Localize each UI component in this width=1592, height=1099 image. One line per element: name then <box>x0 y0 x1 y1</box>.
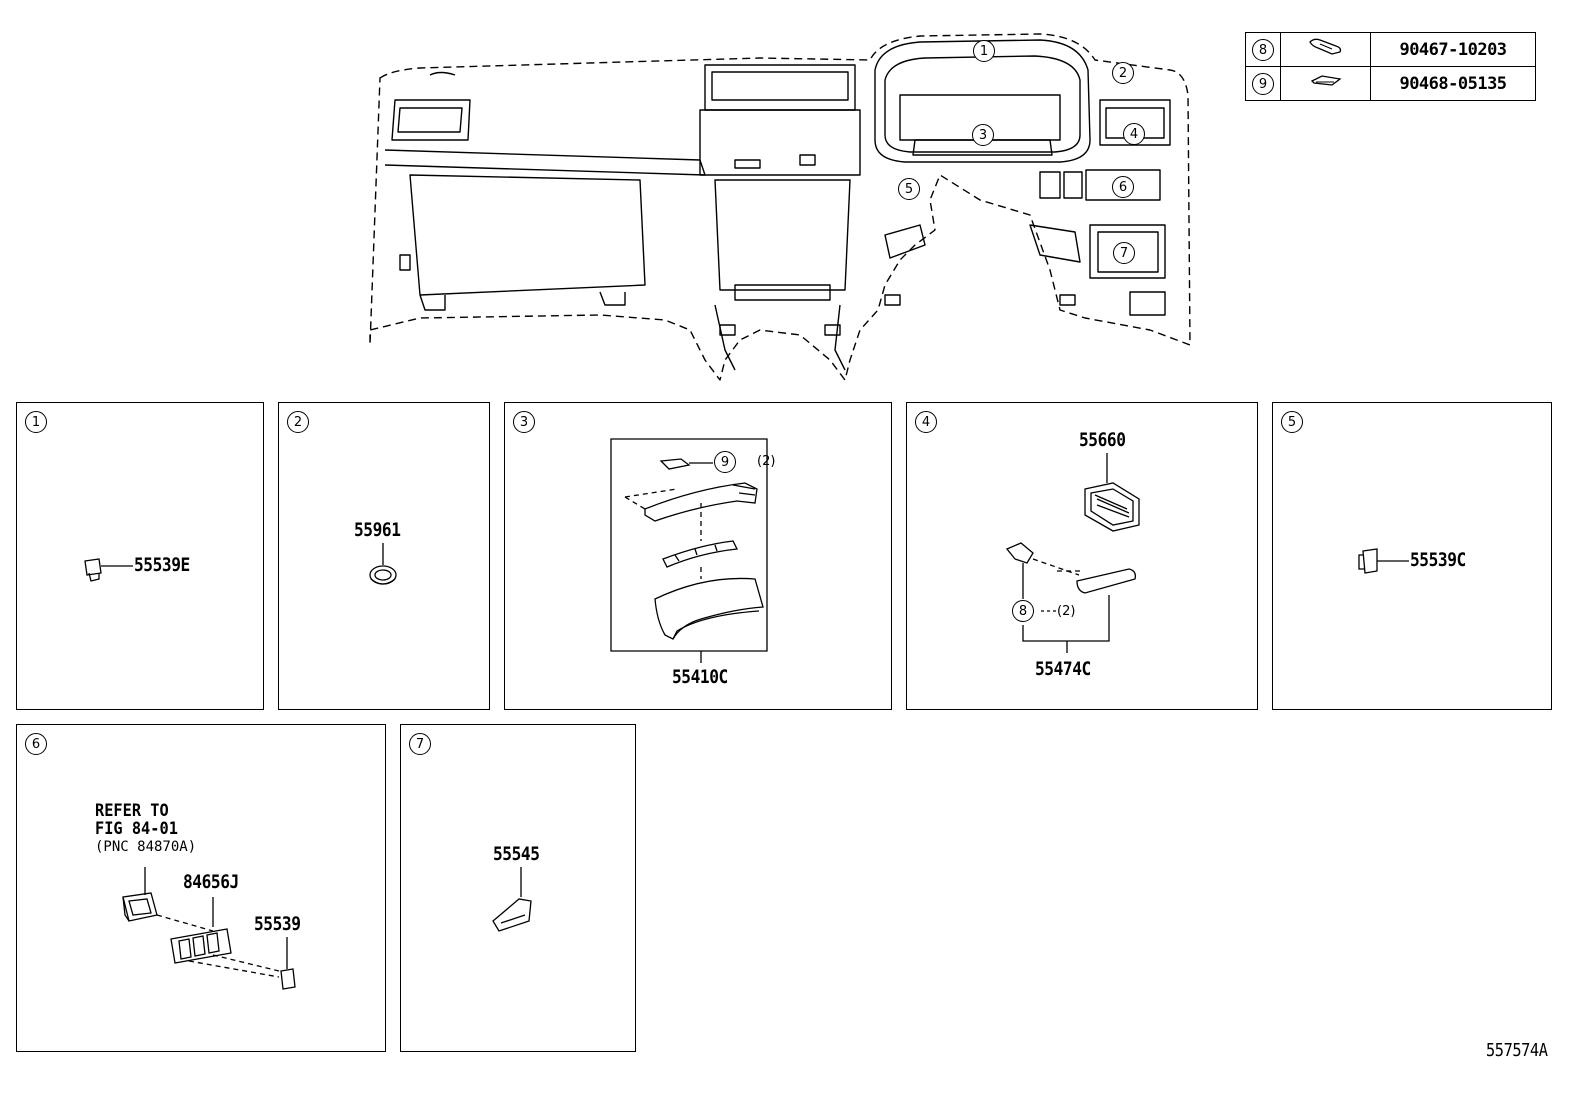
panel-4-qty: (2) <box>1057 604 1076 619</box>
clip-flat-icon <box>1310 75 1342 86</box>
part-number-55539[interactable]: 55539 <box>254 913 301 935</box>
overview-callout-4[interactable]: 4 <box>1123 123 1145 145</box>
panel-5: 5 55539C <box>1272 402 1552 710</box>
retainer-clip-icon <box>17 403 265 711</box>
part-number-55410C[interactable]: 55410C <box>672 666 728 688</box>
panel-2-number: 2 <box>287 411 309 433</box>
panel-4-callout-8[interactable]: 8 <box>1012 600 1034 622</box>
panel-3-callout-9[interactable]: 9 <box>714 451 736 473</box>
cover-panel-icon <box>401 725 637 1053</box>
panel-3: 3 9 (2) 55410C <box>504 402 892 710</box>
panel-1: 1 55539E <box>16 402 264 710</box>
meter-hood-assembly-drawing <box>505 403 893 711</box>
panel-2: 2 55961 <box>278 402 490 710</box>
vent-assembly-drawing <box>907 403 1259 711</box>
panel-5-number: 5 <box>1281 411 1303 433</box>
panel-6-number: 6 <box>25 733 47 755</box>
panel-1-number: 1 <box>25 411 47 433</box>
legend-part-no-9: 90468-05135 <box>1370 66 1536 101</box>
part-number-55961[interactable]: 55961 <box>354 519 401 541</box>
panel-7: 7 55545 <box>400 724 636 1052</box>
overview-callout-3[interactable]: 3 <box>972 124 994 146</box>
overview-callout-6[interactable]: 6 <box>1112 176 1134 198</box>
panel-4-number: 4 <box>915 411 937 433</box>
panel-7-number: 7 <box>409 733 431 755</box>
part-number-55545[interactable]: 55545 <box>493 843 540 865</box>
switch-base-assembly-drawing <box>17 725 387 1053</box>
refer-note-line2[interactable]: FIG 84-01 <box>95 819 178 839</box>
part-number-84656J[interactable]: 84656J <box>183 871 239 893</box>
legend-row-8: 8 90467-10203 <box>1245 32 1536 67</box>
overview-callout-1[interactable]: 1 <box>973 40 995 62</box>
fastener-legend-table: 8 90467-10203 9 90468-05135 <box>1245 32 1536 101</box>
legend-row-9: 9 90468-05135 <box>1245 66 1536 101</box>
overview-callout-2[interactable]: 2 <box>1112 62 1134 84</box>
legend-key-8: 8 <box>1252 38 1274 61</box>
retainer-tab-icon <box>1273 403 1553 711</box>
refer-note-line3: (PNC 84870A) <box>95 839 197 855</box>
panel-3-number: 3 <box>513 411 535 433</box>
panel-6: 6 REFER TO FIG 84-01 (PNC 84870A) 84656J… <box>16 724 386 1052</box>
legend-part-no-8: 90467-10203 <box>1370 32 1536 67</box>
legend-key-9: 9 <box>1252 72 1274 95</box>
grommet-icon <box>279 403 491 711</box>
clip-icon <box>1308 38 1341 55</box>
part-number-55660[interactable]: 55660 <box>1079 429 1126 451</box>
illustration-code: 557574A <box>1486 1040 1548 1061</box>
panel-4: 4 55660 8 (2) 55474C <box>906 402 1258 710</box>
part-number-55539C[interactable]: 55539C <box>1410 549 1466 571</box>
part-number-55474C[interactable]: 55474C <box>1035 658 1091 680</box>
part-number-55539E[interactable]: 55539E <box>134 554 190 576</box>
panel-3-qty: (2) <box>757 454 776 469</box>
overview-callout-5[interactable]: 5 <box>898 178 920 200</box>
refer-note-line1: REFER TO <box>95 801 169 821</box>
overview-callout-7[interactable]: 7 <box>1113 242 1135 264</box>
